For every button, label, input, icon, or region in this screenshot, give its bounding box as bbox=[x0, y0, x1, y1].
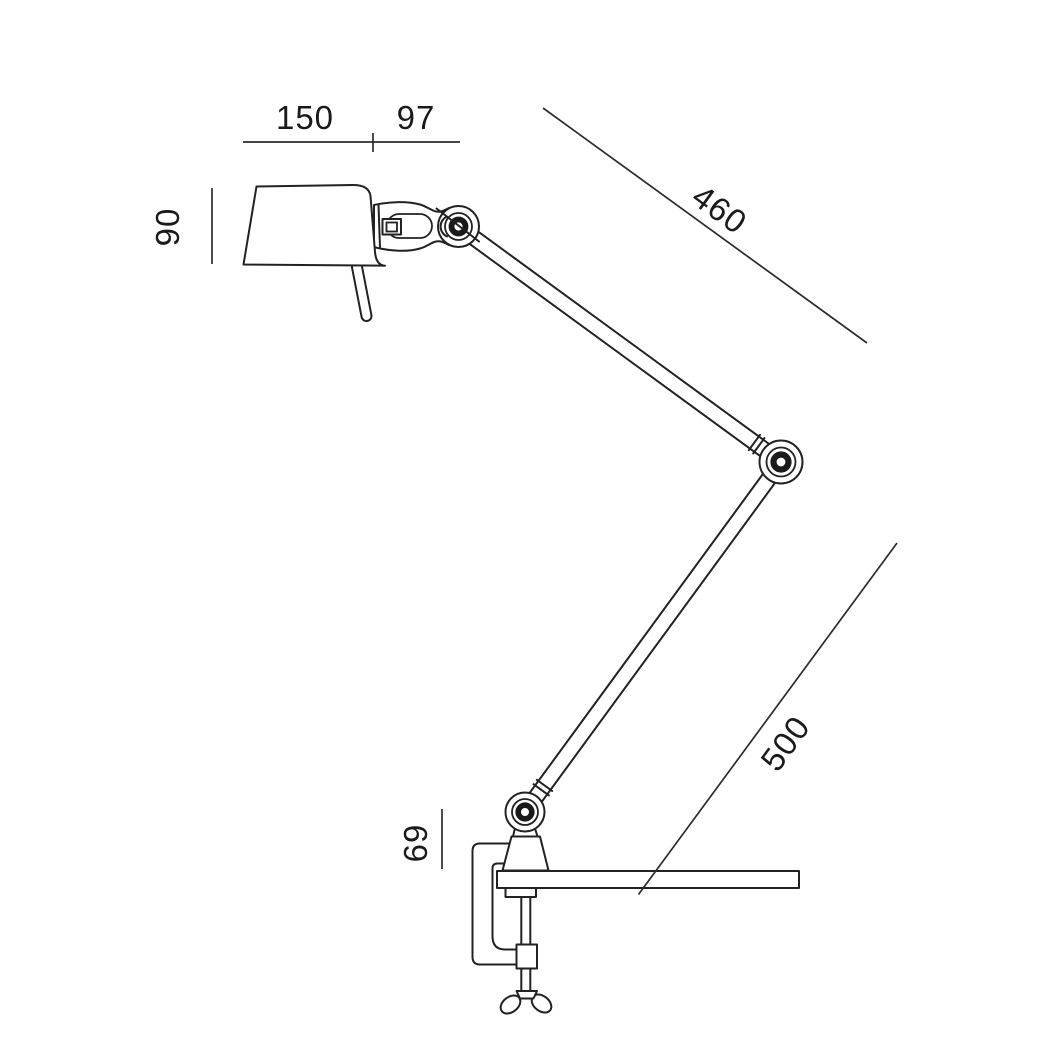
table-edge bbox=[496, 870, 800, 889]
dim-line-lower-arm bbox=[637, 542, 898, 896]
elbow-joint bbox=[758, 439, 804, 485]
clamp-screw bbox=[515, 896, 538, 992]
lower-arm bbox=[517, 456, 789, 818]
dim-label-clamp-mount-height: 69 bbox=[397, 824, 434, 863]
switch-inner bbox=[385, 221, 398, 233]
clamp-pad bbox=[504, 887, 537, 898]
screw-block bbox=[515, 943, 538, 970]
dim-label-upper-arm-length: 460 bbox=[685, 177, 754, 241]
shade-handle-stick bbox=[351, 261, 373, 322]
dim-label-shade-height: 90 bbox=[149, 208, 186, 247]
dim-label-lower-arm-length: 500 bbox=[753, 709, 817, 778]
lower-joint bbox=[504, 791, 546, 833]
dim-line-upper-arm bbox=[542, 107, 868, 344]
hinge-inner-details bbox=[381, 207, 480, 243]
dim-label-head-hinge-depth: 97 bbox=[397, 99, 436, 136]
clevis-arc bbox=[439, 215, 448, 238]
clamp-bracket bbox=[471, 842, 518, 966]
lamp-drawing bbox=[242, 184, 804, 1015]
wing-nut bbox=[499, 990, 553, 1015]
wing-hub bbox=[515, 990, 538, 1000]
pivot-bolt-line bbox=[435, 207, 480, 243]
upper-arm-collar-ticks bbox=[747, 433, 766, 455]
lower-arm-collar-ticks bbox=[532, 778, 554, 797]
lamp-shade bbox=[242, 184, 386, 267]
dim-label-shade-width: 150 bbox=[276, 99, 334, 136]
upper-arm bbox=[453, 219, 787, 470]
mount-cone bbox=[501, 829, 550, 872]
